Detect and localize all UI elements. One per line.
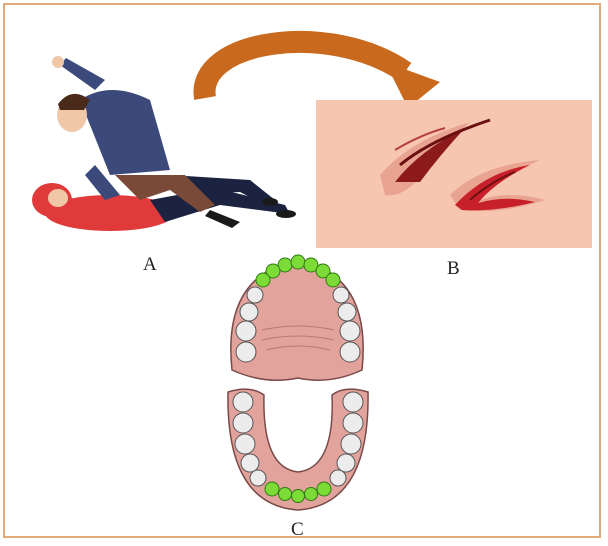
panel-label-b: B: [447, 258, 460, 280]
upper-dental-arch-icon: [231, 255, 363, 380]
curved-arrow-icon: [204, 42, 440, 108]
bite-wound-skin-icon: [316, 100, 592, 248]
panel-label-c: C: [291, 519, 304, 541]
panel-label-a: A: [143, 254, 157, 276]
assault-figures-icon: [32, 56, 296, 231]
lower-dental-arch-icon: [228, 389, 368, 510]
